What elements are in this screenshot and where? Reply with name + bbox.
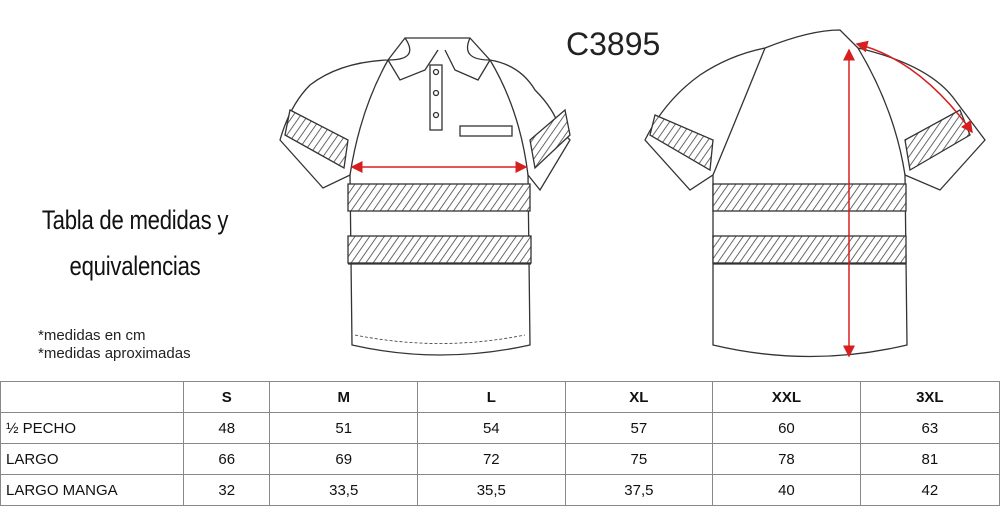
cell: 72	[417, 443, 566, 475]
cell: 78	[712, 443, 861, 475]
cell: 57	[564, 412, 714, 444]
back-shirt	[644, 29, 986, 358]
model-code: C3895	[566, 26, 661, 62]
sleeve-measure-arrow	[855, 40, 973, 134]
cell: 69	[269, 443, 418, 475]
cell: 81	[859, 443, 1000, 475]
table-header-row: S M L XL XXL 3XL	[0, 381, 1000, 413]
header-blank	[0, 381, 184, 413]
garment-drawings	[279, 29, 986, 358]
cell: 60	[712, 412, 861, 444]
cell: 75	[564, 443, 714, 475]
cell: 66	[182, 443, 271, 475]
size-header: XXL	[712, 381, 861, 413]
cell: 51	[269, 412, 418, 444]
cell: 40	[712, 474, 861, 506]
row-label: LARGO MANGA	[0, 474, 184, 506]
cell: 54	[417, 412, 566, 444]
size-header: 3XL	[859, 381, 1000, 413]
table-row: LARGO 66 69 72 75 78 81	[0, 443, 1000, 475]
cell: 37,5	[564, 474, 714, 506]
size-header: XL	[564, 381, 714, 413]
cell: 32	[182, 474, 271, 506]
note-units: *medidas en cm	[38, 327, 146, 344]
title-line-2: equivalencias	[69, 251, 201, 281]
size-header: S	[182, 381, 271, 413]
size-table: S M L XL XXL 3XL ½ PECHO 48 51 54 57 60 …	[0, 381, 1000, 506]
title-line-1: Tabla de medidas y	[41, 205, 229, 235]
page-title: Tabla de medidas y equivalencias	[24, 197, 245, 289]
note-approx: *medidas aproximadas	[38, 345, 191, 362]
cell: 48	[182, 412, 271, 444]
cell: 33,5	[269, 474, 418, 506]
size-header: M	[269, 381, 418, 413]
row-label: ½ PECHO	[0, 412, 184, 444]
table-row: ½ PECHO 48 51 54 57 60 63	[0, 412, 1000, 444]
cell: 35,5	[417, 474, 566, 506]
front-shirt	[279, 37, 571, 356]
size-header: L	[417, 381, 566, 413]
table-row: LARGO MANGA 32 33,5 35,5 37,5 40 42	[0, 474, 1000, 506]
notes: *medidas en cm *medidas aproximadas	[38, 327, 191, 363]
cell: 42	[859, 474, 1000, 506]
cell: 63	[859, 412, 1000, 444]
row-label: LARGO	[0, 443, 184, 475]
